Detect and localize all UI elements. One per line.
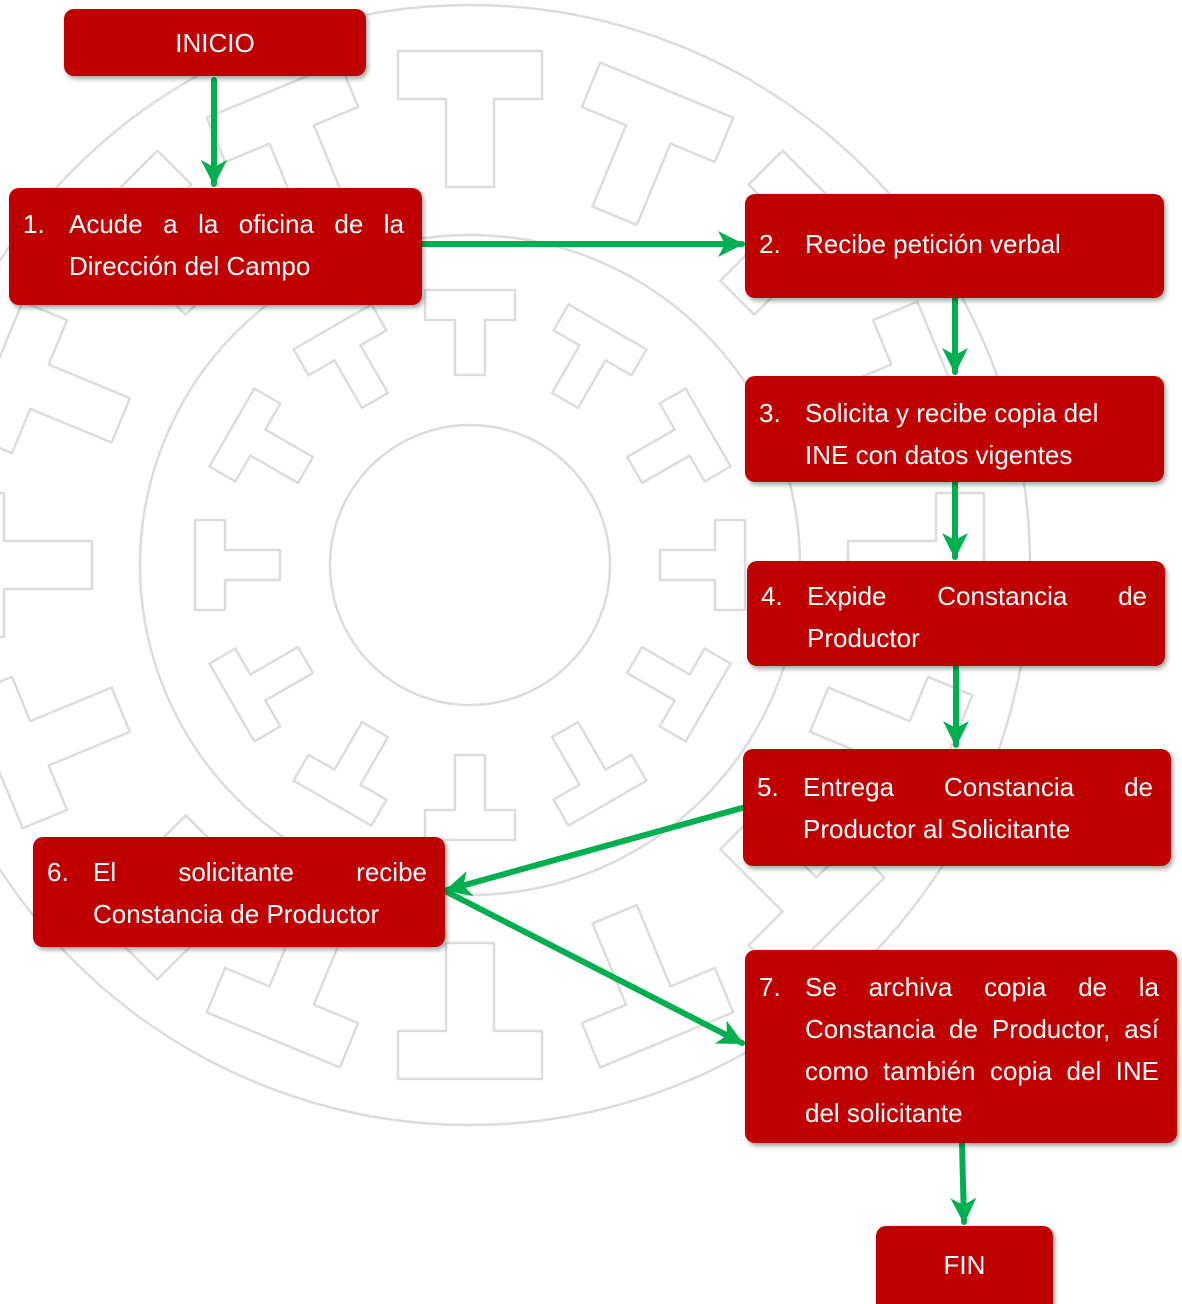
step-4-box: 4. Expide Constancia de Productor xyxy=(747,561,1165,666)
watermark-t-shape xyxy=(193,518,282,612)
end-label: FIN xyxy=(943,1250,986,1280)
step-6-text: El solicitante recibe Constancia de Prod… xyxy=(93,857,427,929)
watermark-t-shape xyxy=(0,675,132,830)
step-1-box: 1. Acude a la oficina de la Dirección de… xyxy=(9,188,422,305)
watermark-t-shape xyxy=(625,387,732,485)
step-5-box: 5. Entrega Constancia de Productor al So… xyxy=(743,749,1171,866)
step-5-number: 5. xyxy=(757,772,779,802)
watermark-t-shape xyxy=(658,518,747,612)
step-1-text: Acude a la oficina de la Dirección del C… xyxy=(69,209,404,281)
watermark-t-shape xyxy=(0,300,132,455)
watermark-t-shape xyxy=(396,49,544,189)
step-2-text: Recibe petición verbal xyxy=(805,229,1061,259)
watermark-t-shape xyxy=(580,61,735,227)
watermark-t-shape xyxy=(580,903,735,1069)
watermark-t-shape xyxy=(396,941,544,1081)
end-node: FIN xyxy=(876,1226,1053,1304)
watermark-t-shape xyxy=(0,491,94,639)
watermark-t-shape xyxy=(208,645,315,743)
step-2-box: 2. Recibe petición verbal xyxy=(745,194,1164,298)
start-node: INICIO xyxy=(64,9,366,76)
watermark-t-shape xyxy=(550,303,648,410)
step-7-text: Se archiva copia de la Constancia de Pro… xyxy=(805,972,1159,1128)
step-7-number: 7. xyxy=(759,972,781,1002)
step-2-number: 2. xyxy=(759,229,781,259)
arrow-7-to-fin xyxy=(950,1140,977,1225)
arrow-5-to-6 xyxy=(444,805,745,897)
step-3-number: 3. xyxy=(759,398,781,428)
watermark-t-shape xyxy=(292,720,390,827)
start-label: INICIO xyxy=(175,27,255,58)
watermark-t-shape xyxy=(292,303,390,410)
watermark-t-shape xyxy=(550,720,648,827)
step-5-text: Entrega Constancia de Productor al Solic… xyxy=(803,772,1153,844)
watermark-t-shape xyxy=(423,288,517,377)
step-3-text: Solicita y recibe copia del INE con dato… xyxy=(805,398,1099,470)
step-4-number: 4. xyxy=(761,581,783,611)
watermark-t-shape xyxy=(625,645,732,743)
step-6-box: 6. El solicitante recibe Constancia de P… xyxy=(33,837,445,947)
step-7-box: 7. Se archiva copia de la Constancia de … xyxy=(745,950,1177,1143)
step-3-box: 3. Solicita y recibe copia del INE con d… xyxy=(745,376,1164,482)
step-4-text: Expide Constancia de Productor xyxy=(807,581,1147,653)
watermark-t-shape xyxy=(208,387,315,485)
step-6-number: 6. xyxy=(47,857,69,887)
arrow-6-to-7 xyxy=(444,889,745,1046)
watermark-t-shape xyxy=(423,753,517,842)
step-1-number: 1. xyxy=(23,209,45,239)
